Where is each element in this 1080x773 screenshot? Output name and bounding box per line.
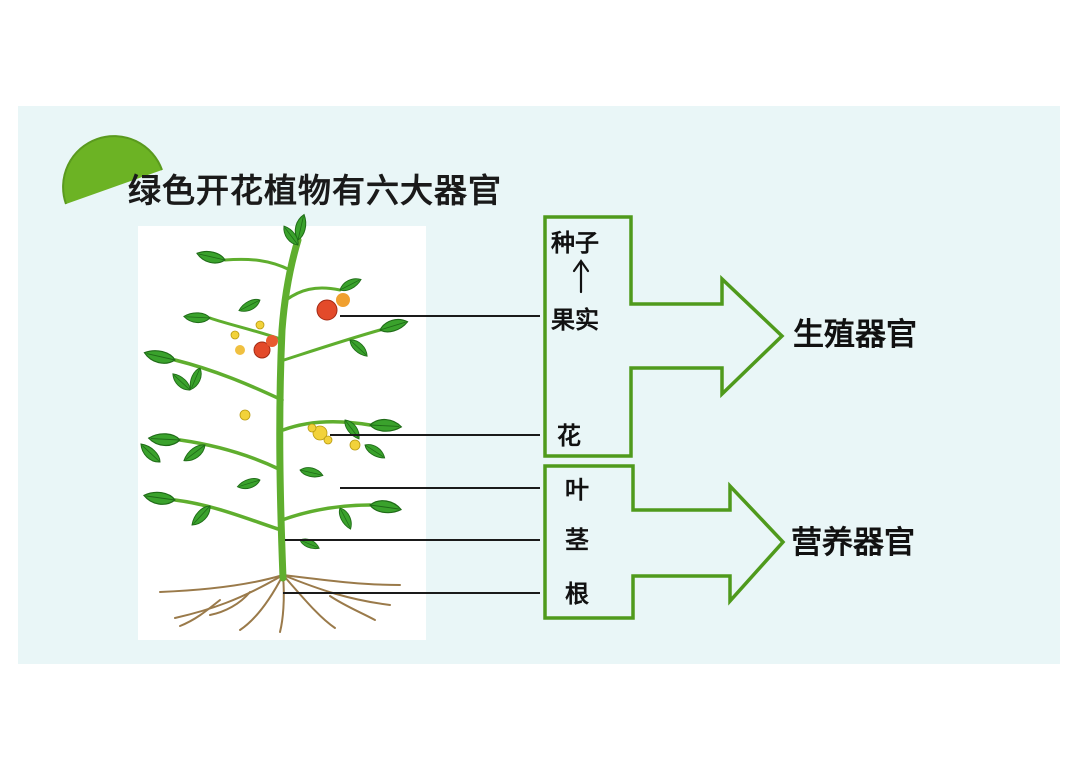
vegetative-bracket-arrow — [543, 464, 786, 620]
organ-label-seed: 种子 — [551, 229, 599, 257]
pointer-lines — [283, 315, 540, 594]
organ-label-root: 根 — [565, 580, 589, 608]
arrow-up-icon — [572, 259, 590, 294]
reproductive-bracket-arrow — [543, 215, 785, 458]
organ-label-leaf: 叶 — [565, 476, 589, 504]
organ-label-fruit: 果实 — [551, 306, 599, 334]
roots-icon — [159, 574, 401, 633]
stem-icon — [173, 236, 382, 582]
organ-label-stem: 茎 — [565, 526, 589, 554]
organ-label-flower: 花 — [557, 422, 581, 450]
group-label-reproductive: 生殖器官 — [793, 317, 917, 353]
flower-icon — [230, 320, 361, 451]
fruit-icon — [235, 293, 350, 359]
page-title: 绿色开花植物有六大器官 — [128, 171, 502, 210]
title-semicircle-icon — [63, 136, 162, 204]
group-label-vegetative: 营养器官 — [791, 525, 915, 561]
